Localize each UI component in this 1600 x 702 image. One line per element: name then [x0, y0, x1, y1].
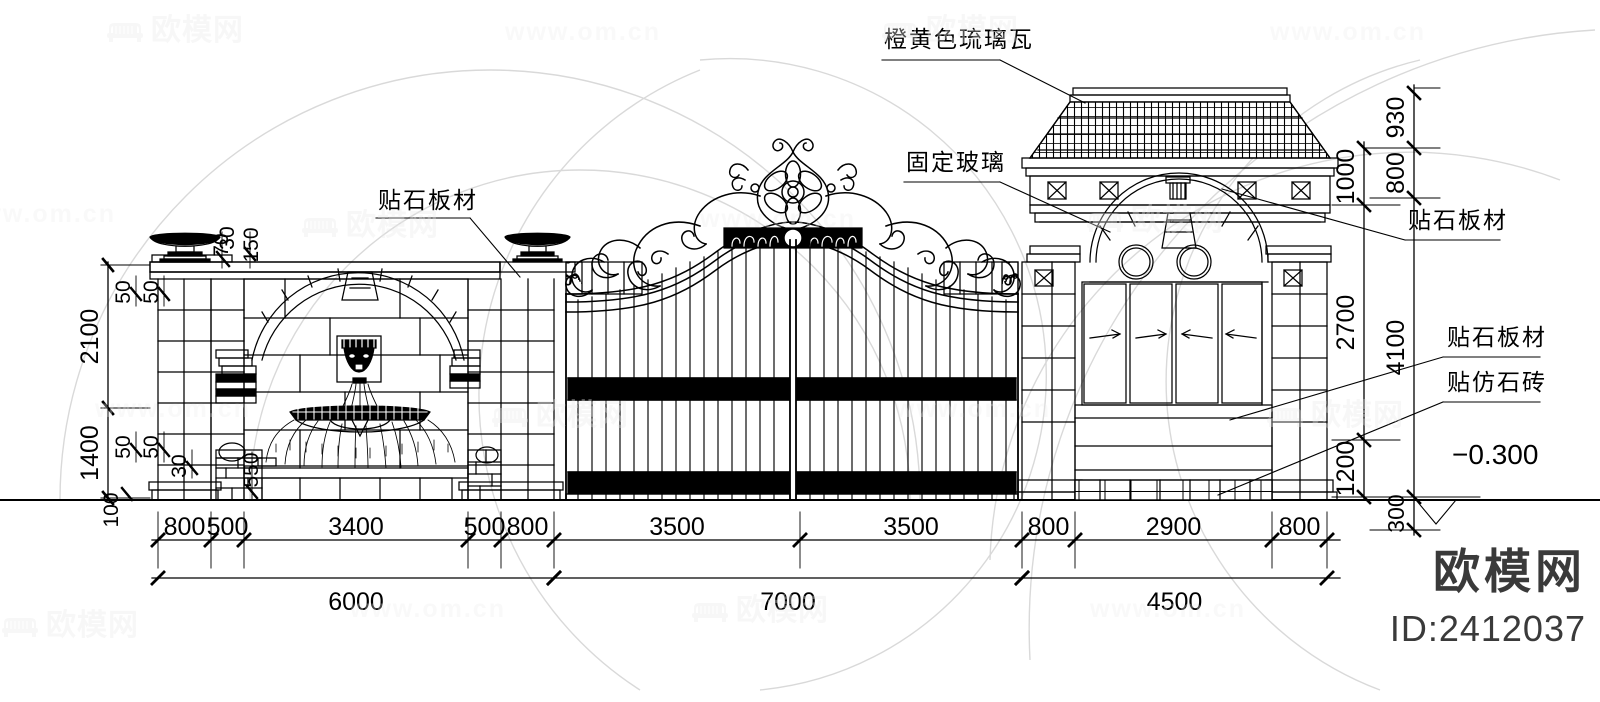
brand-watermark: 欧模网	[1433, 545, 1586, 598]
annotation-label: 橙黄色琉璃瓦	[884, 27, 1034, 53]
lion-head-spout	[336, 335, 382, 410]
dimension-label: 800	[1028, 513, 1070, 541]
guardhouse-fixed-glass	[1081, 281, 1263, 406]
left-corbel-steps	[215, 349, 257, 404]
annotation-label: 贴石板材	[378, 188, 478, 214]
left-wall-right-pier	[449, 278, 564, 501]
dimension-label: 550	[240, 452, 263, 487]
gate-leaf-right	[795, 239, 1019, 501]
dimension-right-chains	[1331, 84, 1481, 538]
dimension-label: 2900	[1146, 513, 1202, 541]
dimension-label: 50	[140, 280, 163, 303]
dimension-label: 1200	[1332, 441, 1360, 497]
frieze-square-ornaments	[1047, 181, 1311, 200]
left-brick-plinth	[215, 449, 263, 501]
annotation-leaders	[375, 59, 1541, 496]
fountain-wall-ashlar	[243, 278, 469, 501]
center-iron-gate	[565, 138, 1021, 501]
model-id-label: ID:2412037	[1389, 608, 1586, 649]
dimension-label: 70	[210, 233, 233, 256]
dimension-label: 800	[1279, 513, 1321, 541]
annotation-label: 贴石板材	[1447, 325, 1547, 351]
dimension-total-label: 6000	[328, 588, 384, 616]
guardhouse-frieze	[1029, 175, 1331, 214]
dimension-total-label: 7000	[760, 588, 816, 616]
dimension-label: 2100	[76, 309, 104, 365]
dimension-bottom-chain	[150, 511, 1341, 569]
dimension-bottom-totals	[150, 570, 1341, 586]
left-pier	[148, 278, 222, 501]
annotation-label: 贴石板材	[1408, 208, 1508, 234]
left-fountain-wall	[148, 232, 576, 501]
dimension-label: 930	[1382, 97, 1410, 139]
guardhouse-entablature	[1034, 212, 1326, 223]
elevation-marker-label: −0.300	[1452, 439, 1538, 470]
dimension-label: 500	[207, 513, 249, 541]
dimension-label: 1400	[76, 425, 104, 481]
dimension-label: 1000	[1332, 149, 1360, 205]
dimension-label: 150	[240, 227, 263, 262]
dimension-label: 100	[100, 492, 123, 527]
annotation-label: 贴仿石砖	[1447, 370, 1547, 396]
dimension-label: 50	[112, 280, 135, 303]
gate-rosette	[763, 160, 823, 225]
dimension-label: 300	[1383, 494, 1409, 532]
dimension-total-label: 4500	[1147, 588, 1203, 616]
dimension-label: 4100	[1382, 320, 1410, 376]
right-guard-house	[1013, 87, 1339, 501]
construction-arcs	[59, 29, 1596, 691]
dimension-label: 3500	[883, 513, 939, 541]
gate-cresting-strip	[723, 227, 863, 249]
dimension-label: 800	[507, 513, 549, 541]
fountain-basin	[265, 403, 457, 469]
dimension-label: 500	[464, 513, 506, 541]
dimension-label: 3500	[649, 513, 705, 541]
dimension-label: 3400	[328, 513, 384, 541]
dimension-label: 30	[168, 454, 191, 477]
dimension-label: 800	[1382, 152, 1410, 194]
gate-leaf-left	[565, 239, 791, 501]
dimension-label: 800	[164, 513, 206, 541]
gate-side-panel-left	[565, 261, 643, 295]
guardhouse-window-arch	[1089, 172, 1269, 283]
finial-urn-right	[499, 232, 576, 273]
annotation-label: 固定玻璃	[906, 150, 1006, 176]
dimension-left-chain	[100, 231, 259, 506]
dimension-label: 50	[112, 435, 135, 458]
guardhouse-lower-wall	[1074, 404, 1273, 501]
guardhouse-roof	[1021, 87, 1339, 177]
dimension-label: 30	[216, 226, 239, 249]
fountain-arch	[251, 268, 465, 361]
finial-urn-left	[149, 232, 221, 263]
dimension-label: 2700	[1332, 295, 1360, 351]
dimension-label: 50	[140, 435, 163, 458]
